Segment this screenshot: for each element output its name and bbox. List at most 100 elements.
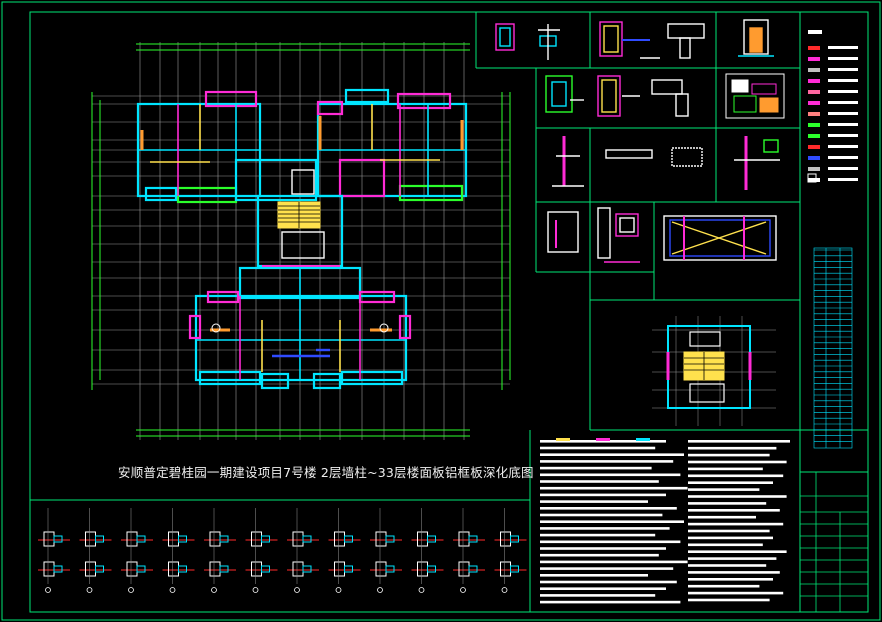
- wall-column-detail: [494, 508, 527, 593]
- note-line: [540, 480, 659, 483]
- legend-row: [808, 123, 858, 127]
- note-highlight: [556, 438, 570, 441]
- legend-row: [808, 79, 858, 83]
- note-line: [688, 564, 767, 567]
- legend-row: [808, 167, 858, 171]
- detail-panel-2: [599, 21, 705, 59]
- note-line: [688, 550, 787, 553]
- title-block: [800, 472, 868, 612]
- note-line: [540, 594, 656, 597]
- legend: [807, 30, 858, 183]
- legend-row: [808, 101, 858, 105]
- floor-plan: [91, 42, 511, 440]
- note-line: [540, 493, 666, 497]
- legend-swatch: [808, 57, 820, 61]
- note-line: [540, 520, 684, 523]
- legend-text-bar: [828, 68, 858, 71]
- wall-column-detail: [328, 508, 361, 593]
- note-line: [688, 446, 777, 450]
- note-line: [688, 578, 773, 581]
- note-line: [540, 533, 656, 537]
- legend-swatch: [808, 123, 820, 127]
- legend-text-bar: [828, 112, 858, 115]
- drawing-title: 安顺普定碧桂园一期建设项目7号楼 2层墙柱~33层楼面板铝框板深化底图: [118, 465, 534, 480]
- upper-wing-details: [138, 104, 466, 196]
- note-line: [688, 591, 784, 595]
- legend-row: [808, 57, 858, 61]
- legend-heading-bar: [808, 30, 822, 34]
- note-line: [688, 509, 780, 512]
- legend-swatch: [808, 101, 820, 105]
- legend-row: [808, 134, 858, 138]
- wall-column-detail: [411, 508, 444, 593]
- lower-wing-details: [196, 268, 406, 380]
- legend-text-bar: [828, 90, 858, 93]
- note-highlight: [636, 438, 650, 441]
- legend-text-bar: [828, 46, 858, 49]
- note-line: [688, 440, 790, 443]
- legend-text-bar: [828, 123, 858, 126]
- legend-box-symbol: [807, 173, 817, 183]
- note-line: [540, 486, 688, 490]
- note-line: [688, 584, 760, 588]
- note-line: [688, 481, 773, 484]
- legend-text-bar: [828, 167, 858, 170]
- detail-panel-6: [552, 136, 780, 190]
- wall-column-details: [38, 508, 527, 593]
- legend-swatch: [808, 178, 820, 182]
- note-line: [540, 440, 666, 443]
- detail-panel-1: [495, 23, 560, 60]
- legend-text-bar: [828, 145, 858, 148]
- legend-row: [808, 46, 858, 50]
- wall-column-detail: [121, 508, 153, 593]
- wall-column-detail: [453, 508, 485, 593]
- wall-column-detail: [38, 508, 70, 593]
- note-line: [540, 460, 674, 463]
- legend-row: [808, 178, 858, 182]
- elevation-strip: [813, 247, 853, 449]
- note-line: [540, 580, 677, 584]
- legend-swatch: [808, 112, 820, 116]
- note-line: [540, 574, 648, 577]
- note-line: [540, 553, 659, 557]
- upper-wing: [136, 88, 468, 204]
- legend-row: [808, 90, 858, 94]
- legend-swatch: [808, 145, 820, 149]
- note-line: [540, 567, 674, 570]
- note-line: [688, 529, 770, 533]
- legend-row: [808, 68, 858, 72]
- legend-swatch: [808, 134, 820, 138]
- legend-swatch: [808, 156, 820, 160]
- wall-column-detail: [162, 508, 195, 593]
- wall-column-detail: [287, 508, 319, 593]
- note-line: [688, 474, 784, 478]
- note-line: [540, 513, 663, 517]
- note-line: [688, 522, 784, 526]
- note-line: [688, 571, 780, 574]
- note-line: [540, 446, 656, 450]
- note-line: [540, 500, 648, 503]
- notes-block: [540, 438, 790, 604]
- note-highlight: [596, 438, 610, 441]
- legend-swatch: [808, 68, 820, 72]
- legend-text-bar: [828, 57, 858, 60]
- note-line: [688, 460, 787, 464]
- wall-column-detail: [245, 508, 278, 593]
- detail-panel-7: [547, 207, 640, 263]
- note-line: [688, 488, 760, 491]
- note-line: [540, 587, 666, 590]
- note-line: [688, 543, 763, 547]
- legend-text-bar: [828, 178, 858, 181]
- core-stair: [256, 169, 344, 268]
- note-line: [688, 557, 777, 560]
- note-line: [540, 600, 681, 604]
- note-line: [540, 507, 677, 510]
- detail-panel-3: [738, 19, 774, 57]
- note-line: [540, 527, 670, 530]
- wall-column-detail: [79, 508, 112, 593]
- legend-text-bar: [828, 134, 858, 137]
- note-line: [688, 502, 767, 505]
- wall-column-detail: [370, 508, 402, 593]
